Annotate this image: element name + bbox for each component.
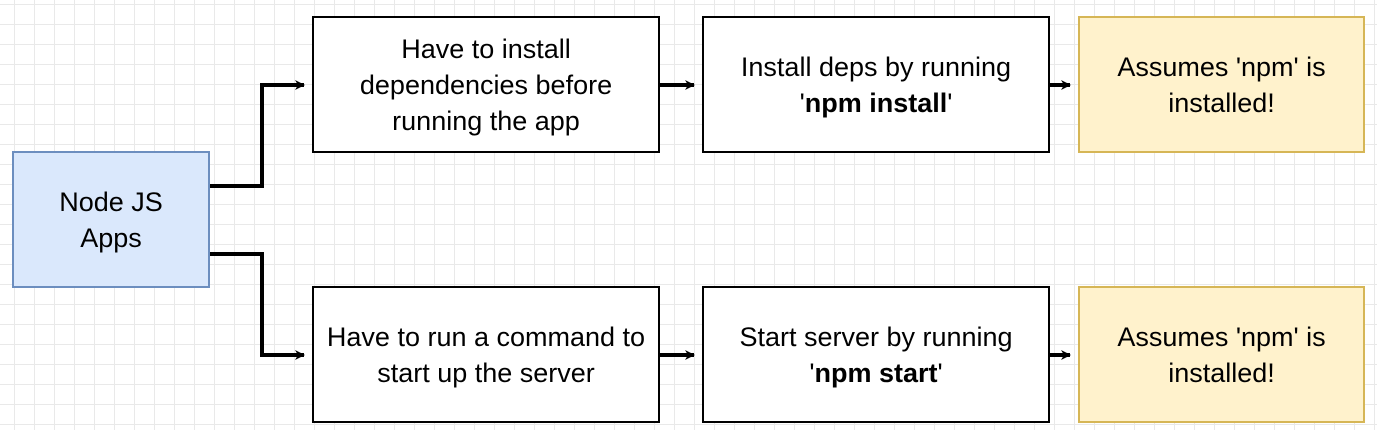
run-command-box: Have to run a command to start up the se… (312, 286, 660, 423)
install-dependencies-label: Have to install dependencies before runn… (359, 33, 613, 136)
npm-start-quote-close: ' (937, 357, 943, 388)
npm-note-top-box: Assumes 'npm' is installed! (1078, 16, 1365, 153)
npm-start-prefix: Start server by running (739, 321, 1013, 352)
npm-note-bottom-box: Assumes 'npm' is installed! (1078, 286, 1365, 423)
npm-start-command-line: 'npm start' (739, 355, 1012, 391)
npm-start-box: Start server by running 'npm start' (702, 286, 1050, 423)
npm-install-command: npm install (804, 87, 948, 118)
npm-start-command: npm start (814, 357, 938, 388)
npm-note-bottom-label: Assumes 'npm' is installed! (1117, 321, 1326, 388)
npm-start-quote-open: ' (809, 357, 815, 388)
run-command-label: Have to run a command to start up the se… (326, 321, 646, 388)
install-dependencies-box: Have to install dependencies before runn… (312, 16, 660, 153)
npm-install-command-line: 'npm install' (741, 85, 1011, 121)
npm-install-text: Install deps by running 'npm install' (741, 49, 1011, 121)
node-js-apps-label: Node JS Apps (59, 186, 163, 253)
node-js-apps-box: Node JS Apps (12, 151, 210, 288)
npm-install-prefix: Install deps by running (740, 51, 1012, 82)
npm-install-quote-close: ' (947, 87, 953, 118)
npm-start-text: Start server by running 'npm start' (739, 319, 1012, 391)
edge-root-to-run-command (209, 252, 305, 360)
npm-install-box: Install deps by running 'npm install' (702, 16, 1050, 153)
npm-note-top-label: Assumes 'npm' is installed! (1117, 51, 1326, 118)
npm-install-quote-open: ' (799, 87, 805, 118)
edge-root-to-install-dependencies (209, 80, 305, 188)
